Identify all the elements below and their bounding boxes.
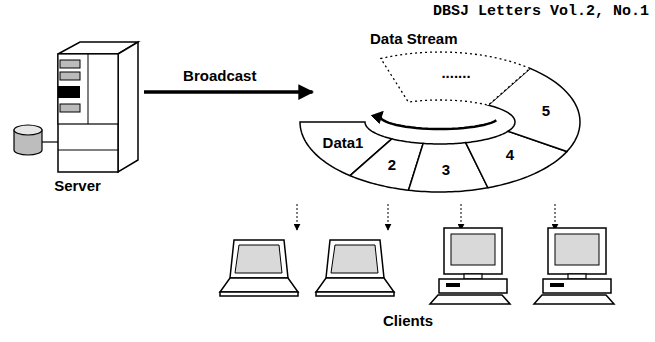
clients-label: Clients bbox=[383, 312, 433, 329]
segment-number: 2 bbox=[388, 156, 396, 173]
edge-label: Broadcast bbox=[181, 67, 258, 84]
segment-number: 3 bbox=[442, 161, 450, 178]
receive-arrow bbox=[555, 204, 556, 230]
journal-title: DBSJ Letters Vol.2, No.1 bbox=[433, 3, 649, 20]
segment-label: Data1 bbox=[323, 134, 364, 151]
segment-number: 5 bbox=[542, 102, 550, 119]
segment-number: 4 bbox=[506, 146, 514, 163]
receive-arrow bbox=[388, 204, 389, 230]
receive-arrow bbox=[461, 204, 462, 230]
broadcast-arrow bbox=[144, 90, 313, 94]
server-illustration bbox=[10, 36, 145, 196]
server-node: Server bbox=[10, 36, 145, 196]
desktop-icon bbox=[534, 228, 614, 304]
pending-segments: ....... bbox=[441, 64, 470, 81]
stream-heading: Data Stream bbox=[370, 30, 458, 47]
receive-arrow bbox=[297, 204, 298, 230]
laptop-icon bbox=[316, 240, 394, 296]
laptop-icon bbox=[220, 240, 298, 296]
server-label: Server bbox=[54, 177, 101, 194]
desktop-icon bbox=[430, 228, 510, 304]
